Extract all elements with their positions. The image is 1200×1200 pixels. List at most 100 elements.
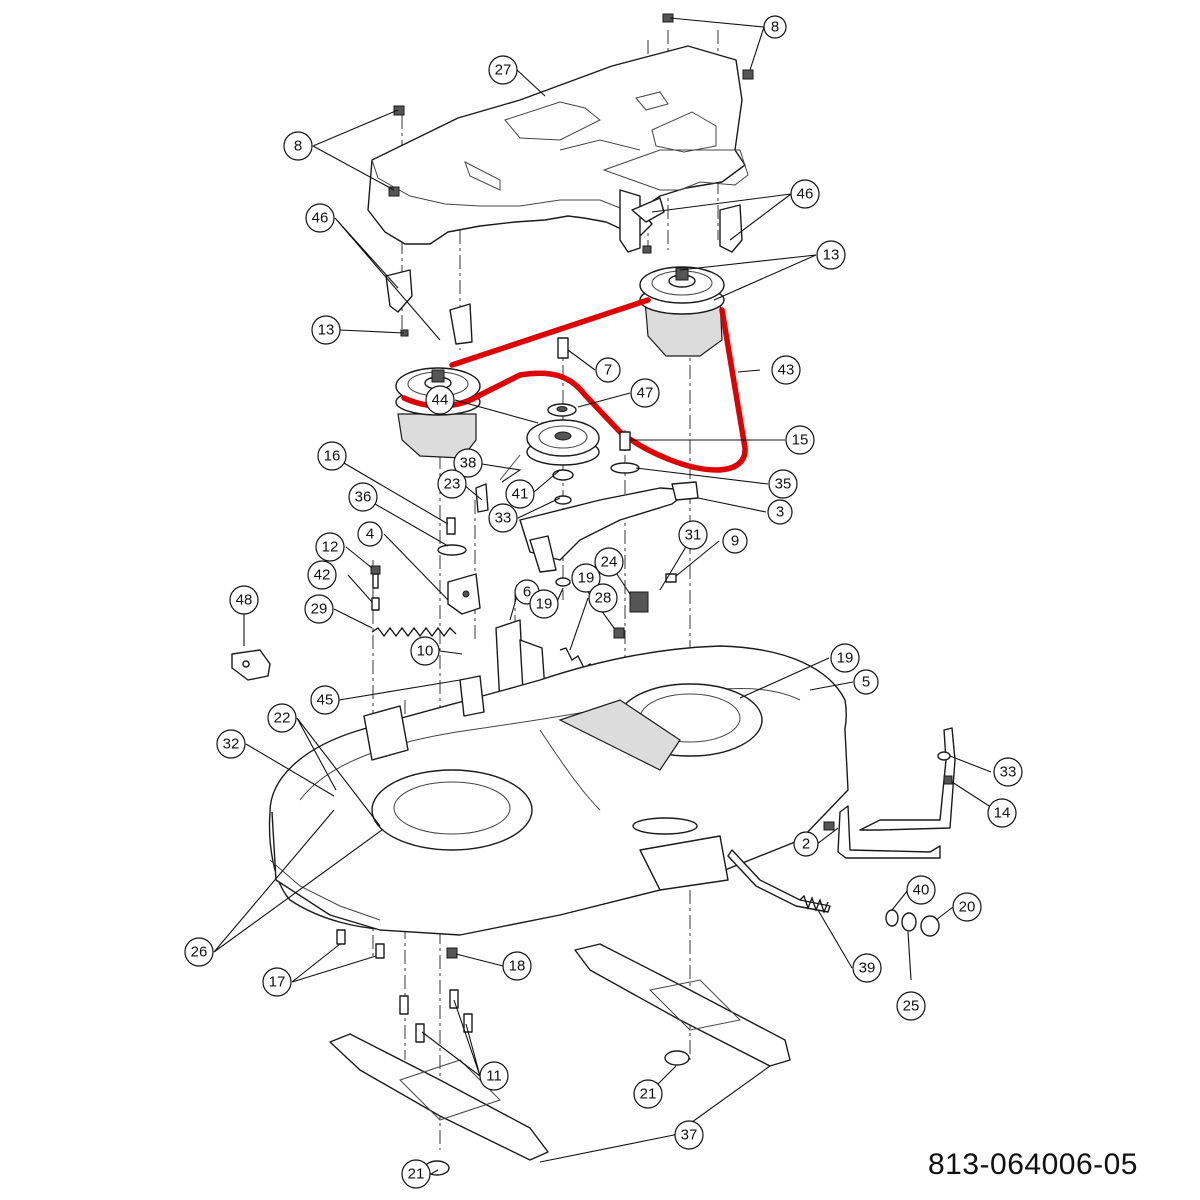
svg-text:5: 5 bbox=[862, 674, 870, 691]
svg-text:26: 26 bbox=[191, 944, 208, 961]
drive-belt-part-43 bbox=[401, 297, 748, 473]
svg-text:24: 24 bbox=[601, 554, 618, 571]
svg-text:32: 32 bbox=[223, 736, 240, 753]
svg-text:17: 17 bbox=[269, 974, 286, 991]
svg-text:37: 37 bbox=[681, 1127, 698, 1144]
callout-21-right: 21 bbox=[633, 1079, 663, 1109]
callout-43: 43 bbox=[771, 355, 801, 385]
svg-text:20: 20 bbox=[959, 899, 976, 916]
svg-text:19: 19 bbox=[578, 570, 595, 587]
callout-21-bottom: 21 bbox=[401, 1159, 431, 1189]
callout-10: 10 bbox=[410, 636, 440, 666]
callout-35: 35 bbox=[768, 469, 798, 499]
svg-text:47: 47 bbox=[637, 385, 654, 402]
hardware-mid bbox=[552, 337, 640, 505]
svg-text:39: 39 bbox=[859, 960, 876, 977]
svg-text:23: 23 bbox=[444, 476, 461, 493]
svg-text:44: 44 bbox=[432, 392, 449, 409]
svg-text:9: 9 bbox=[731, 533, 739, 550]
svg-text:19: 19 bbox=[536, 596, 553, 613]
callout-15: 15 bbox=[785, 425, 815, 455]
hardware-left bbox=[437, 483, 489, 556]
plate-part-48 bbox=[231, 649, 271, 681]
svg-text:15: 15 bbox=[792, 432, 809, 449]
callout-19-c: 19 bbox=[830, 643, 860, 673]
callout-27: 27 bbox=[488, 55, 518, 85]
svg-text:11: 11 bbox=[486, 1068, 502, 1085]
callout-41: 41 bbox=[505, 479, 535, 509]
svg-text:3: 3 bbox=[776, 504, 784, 521]
callout-3: 3 bbox=[767, 499, 793, 525]
svg-text:22: 22 bbox=[274, 710, 291, 727]
bracket-part-4 bbox=[447, 573, 481, 615]
drawing-number: 813-064006-05 bbox=[927, 1148, 1138, 1181]
svg-text:40: 40 bbox=[913, 882, 930, 899]
callout-28: 28 bbox=[588, 583, 618, 613]
callout-7: 7 bbox=[595, 357, 621, 383]
svg-text:18: 18 bbox=[509, 958, 526, 975]
callout-47: 47 bbox=[630, 378, 660, 408]
svg-text:21: 21 bbox=[640, 1086, 657, 1103]
callout-44: 44 bbox=[425, 385, 455, 415]
callout-31: 31 bbox=[678, 520, 708, 550]
svg-text:10: 10 bbox=[417, 643, 434, 660]
hardware-12-42 bbox=[370, 565, 381, 611]
callout-45: 45 bbox=[310, 685, 340, 715]
callout-8-left: 8 bbox=[283, 131, 313, 161]
svg-text:12: 12 bbox=[322, 539, 339, 556]
svg-text:16: 16 bbox=[324, 448, 341, 465]
callout-24: 24 bbox=[594, 547, 624, 577]
callout-42: 42 bbox=[307, 560, 337, 590]
callout-25: 25 bbox=[896, 991, 926, 1021]
svg-text:33: 33 bbox=[1000, 764, 1017, 781]
shaft-part-39 bbox=[727, 849, 831, 914]
callout-39: 39 bbox=[852, 953, 882, 983]
svg-text:7: 7 bbox=[604, 362, 612, 379]
svg-text:31: 31 bbox=[685, 527, 702, 544]
callout-32: 32 bbox=[216, 729, 246, 759]
callout-bubbles: 8 27 8 46 46 13 13 43 7 47 44 15 16 38 3… bbox=[184, 15, 1023, 1189]
callout-11: 11 bbox=[479, 1061, 509, 1091]
hardware-24-31-9 bbox=[555, 573, 677, 639]
lift-rod-part-2 bbox=[823, 727, 956, 859]
callout-22: 22 bbox=[267, 703, 297, 733]
callout-26: 26 bbox=[184, 937, 214, 967]
callout-33-right: 33 bbox=[993, 757, 1023, 787]
callout-33-mid: 33 bbox=[488, 503, 518, 533]
callout-14: 14 bbox=[987, 798, 1017, 828]
blade-right-part-37 bbox=[574, 943, 791, 1067]
svg-text:13: 13 bbox=[318, 322, 335, 339]
svg-text:8: 8 bbox=[771, 19, 779, 36]
svg-text:45: 45 bbox=[317, 692, 334, 709]
callout-20: 20 bbox=[952, 892, 982, 922]
blade-left-part-37 bbox=[329, 1033, 549, 1176]
callout-4: 4 bbox=[357, 521, 383, 547]
callout-16: 16 bbox=[317, 441, 347, 471]
callout-17: 17 bbox=[262, 967, 292, 997]
svg-text:38: 38 bbox=[460, 455, 477, 472]
svg-text:27: 27 bbox=[495, 62, 512, 79]
mower-deck-part-5 bbox=[268, 645, 849, 936]
callout-48: 48 bbox=[229, 585, 259, 615]
svg-text:28: 28 bbox=[595, 590, 612, 607]
svg-text:19: 19 bbox=[837, 650, 854, 667]
svg-text:21: 21 bbox=[408, 1166, 425, 1183]
svg-text:35: 35 bbox=[775, 476, 792, 493]
svg-text:2: 2 bbox=[802, 836, 810, 853]
svg-text:33: 33 bbox=[495, 510, 512, 527]
callout-23: 23 bbox=[437, 469, 467, 499]
deck-cover-part-27 bbox=[367, 45, 749, 253]
callout-2: 2 bbox=[793, 831, 819, 857]
svg-text:36: 36 bbox=[355, 489, 372, 506]
callout-12: 12 bbox=[315, 532, 345, 562]
callout-19-b: 19 bbox=[529, 589, 559, 619]
callout-46-right: 46 bbox=[790, 179, 820, 209]
svg-text:6: 6 bbox=[523, 584, 531, 601]
callout-19-a: 19 bbox=[571, 563, 601, 593]
svg-text:13: 13 bbox=[823, 247, 840, 264]
svg-text:42: 42 bbox=[314, 567, 331, 584]
right-pulley-assembly-part-13 bbox=[639, 266, 725, 357]
svg-text:46: 46 bbox=[312, 210, 329, 227]
hardware-underside bbox=[336, 929, 473, 1043]
